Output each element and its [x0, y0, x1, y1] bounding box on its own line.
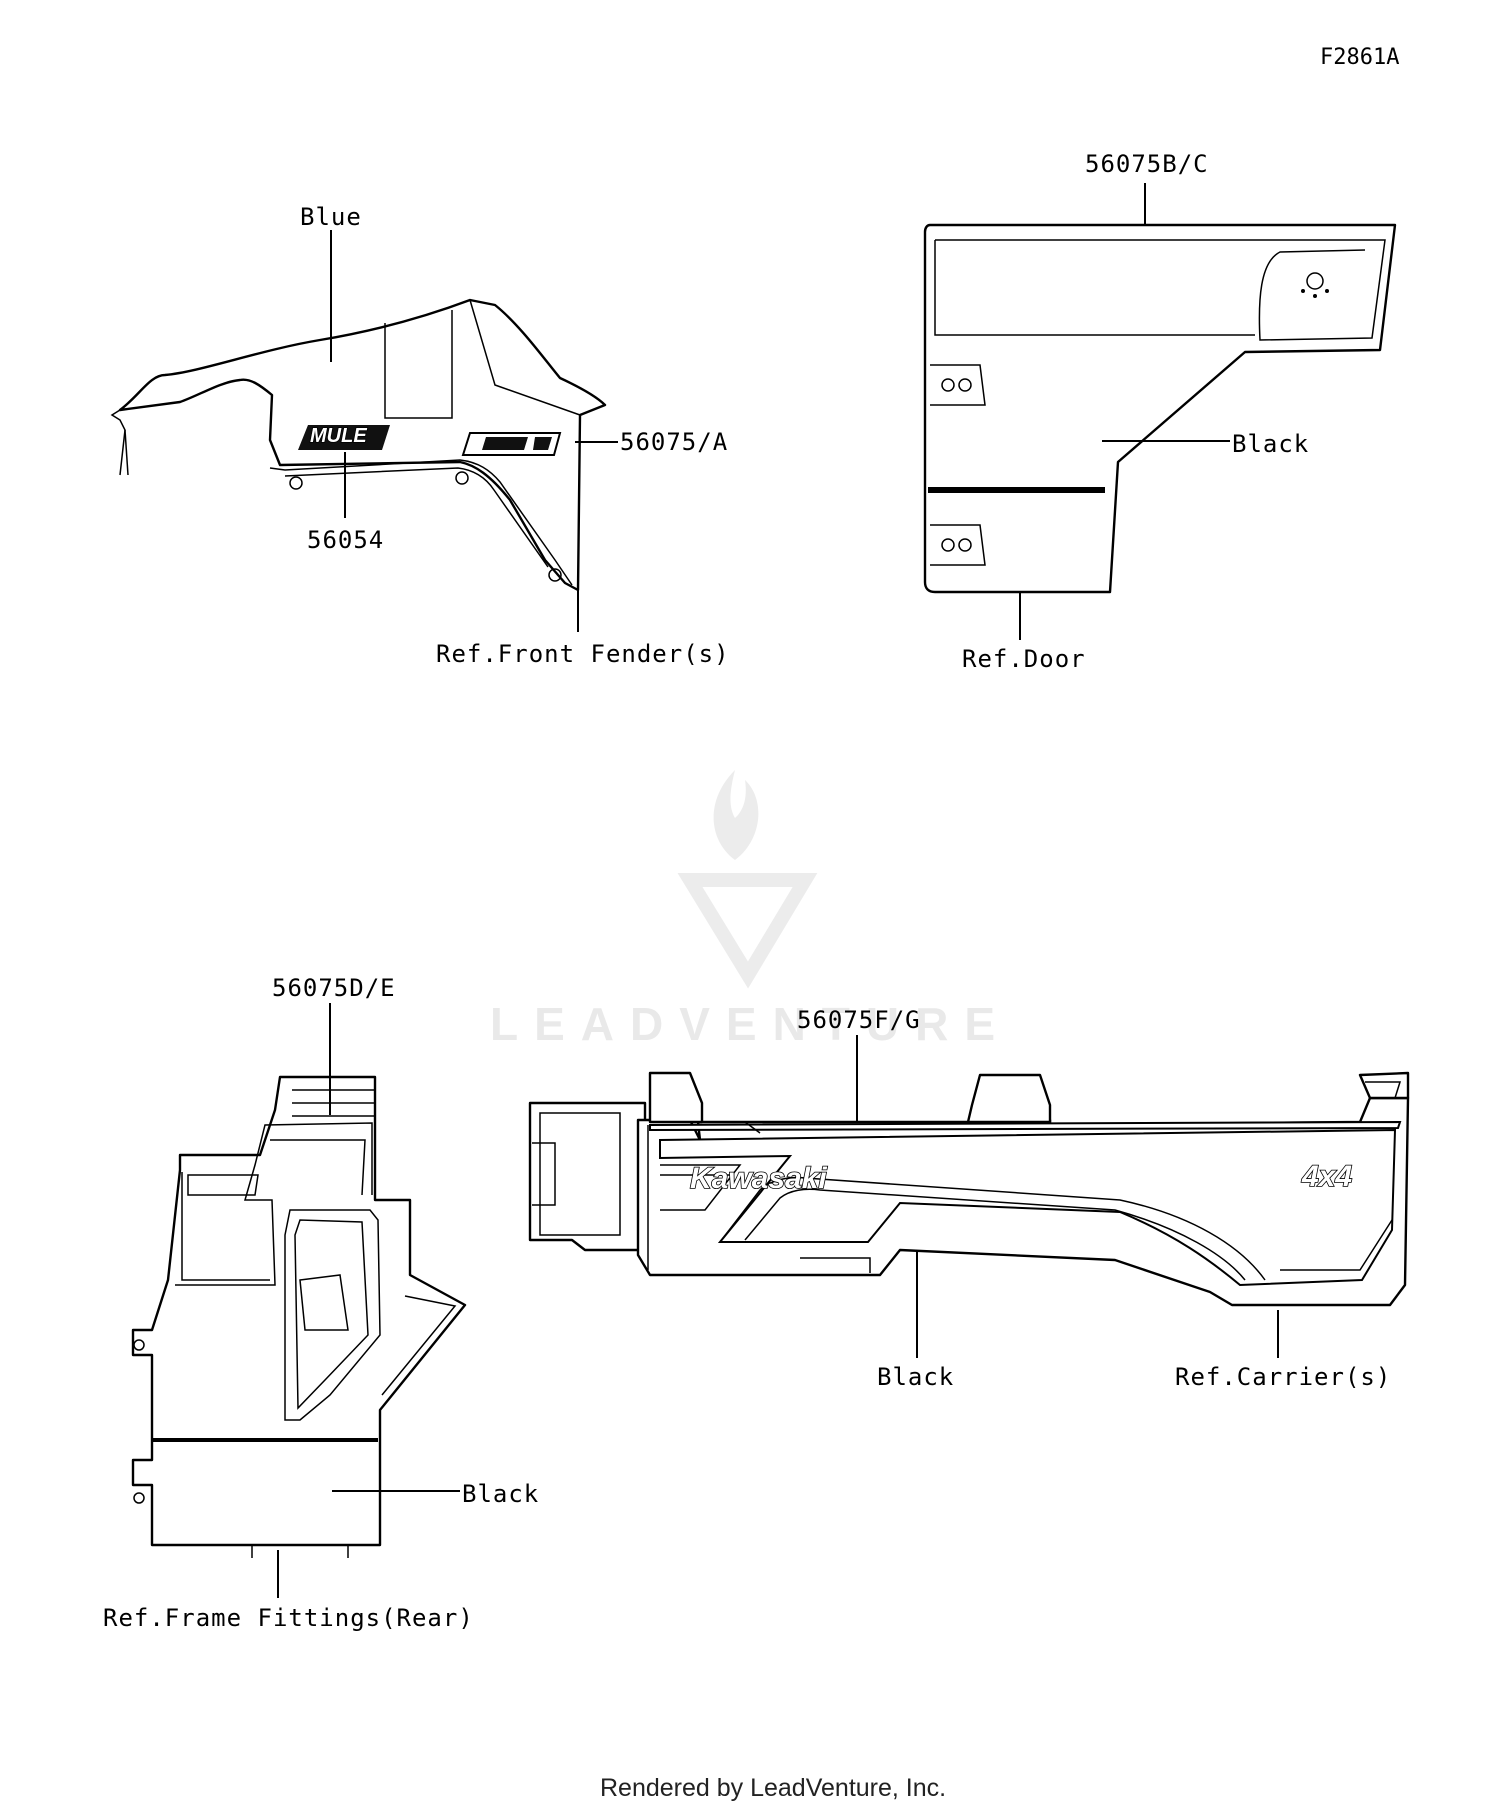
kawasaki-logo-text: Kawasaki: [690, 1162, 827, 1195]
fender-badge-decal: [461, 432, 562, 456]
label-fender-color: Blue: [300, 203, 362, 231]
footer-credit: Rendered by LeadVenture, Inc.: [600, 1774, 946, 1802]
label-part-56075a: 56075/A: [620, 428, 728, 456]
label-part-56054: 56054: [307, 526, 384, 554]
label-ref-door: Ref.Door: [962, 645, 1086, 673]
mule-decal: MULE: [298, 424, 390, 450]
front-fender-illustration: MULE: [110, 298, 607, 592]
rear-panel-illustration: [131, 1075, 467, 1558]
watermark-text: LEADVENTURE: [490, 998, 1011, 1050]
label-door-color: Black: [1232, 430, 1309, 458]
label-carrier-color: Black: [877, 1363, 954, 1391]
label-ref-frame-fittings: Ref.Frame Fittings(Rear): [103, 1604, 474, 1632]
label-ref-carrier: Ref.Carrier(s): [1175, 1363, 1391, 1391]
label-part-56075bc: 56075B/C: [1085, 150, 1209, 178]
label-rear-color: Black: [462, 1480, 539, 1508]
leadventure-watermark: LEADVENTURE: [490, 770, 1011, 1050]
four-by-four-logo-text: 4x4: [1301, 1160, 1352, 1193]
label-part-56075fg: 56075F/G: [797, 1006, 921, 1034]
door-illustration: [923, 223, 1397, 594]
label-ref-front-fender: Ref.Front Fender(s): [436, 640, 730, 668]
figure-code: F2861A: [1320, 45, 1399, 70]
mule-logo-text: MULE: [310, 425, 367, 447]
label-part-56075de: 56075D/E: [272, 974, 396, 1002]
carrier-illustration: Kawasaki 4x4: [528, 1071, 1410, 1307]
